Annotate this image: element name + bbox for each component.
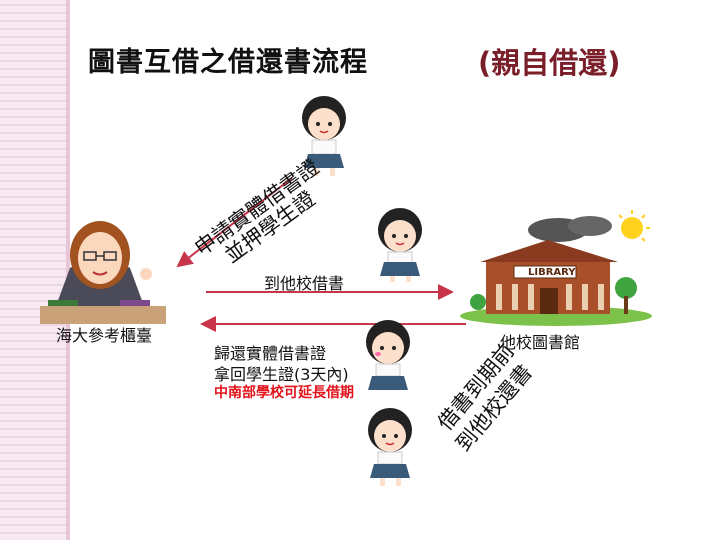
librarian-illustration	[40, 221, 166, 324]
library-sign: LIBRARY	[528, 267, 576, 278]
page-title: 圖書互借之借還書流程	[88, 47, 368, 78]
return-step-line2: 拿回學生證(3天內)	[214, 365, 349, 384]
decorative-side-stripe	[0, 0, 66, 540]
borrow-step-label: 到他校借書	[264, 274, 345, 293]
decorative-side-border	[66, 0, 70, 540]
library-building-illustration	[460, 210, 652, 326]
library-label: 他校圖書館	[500, 333, 581, 352]
page-subtitle: (親自借還)	[478, 46, 621, 80]
student-illustration-return	[366, 320, 410, 390]
counter-label: 海大參考櫃臺	[56, 326, 153, 345]
student-illustration-apply	[302, 96, 346, 176]
student-illustration-due	[368, 408, 412, 486]
apply-arrow	[176, 177, 293, 268]
extension-note: 中南部學校可延長借期	[214, 385, 354, 401]
return-step-line1: 歸還實體借書證	[214, 344, 327, 363]
student-illustration-borrow	[378, 208, 422, 282]
